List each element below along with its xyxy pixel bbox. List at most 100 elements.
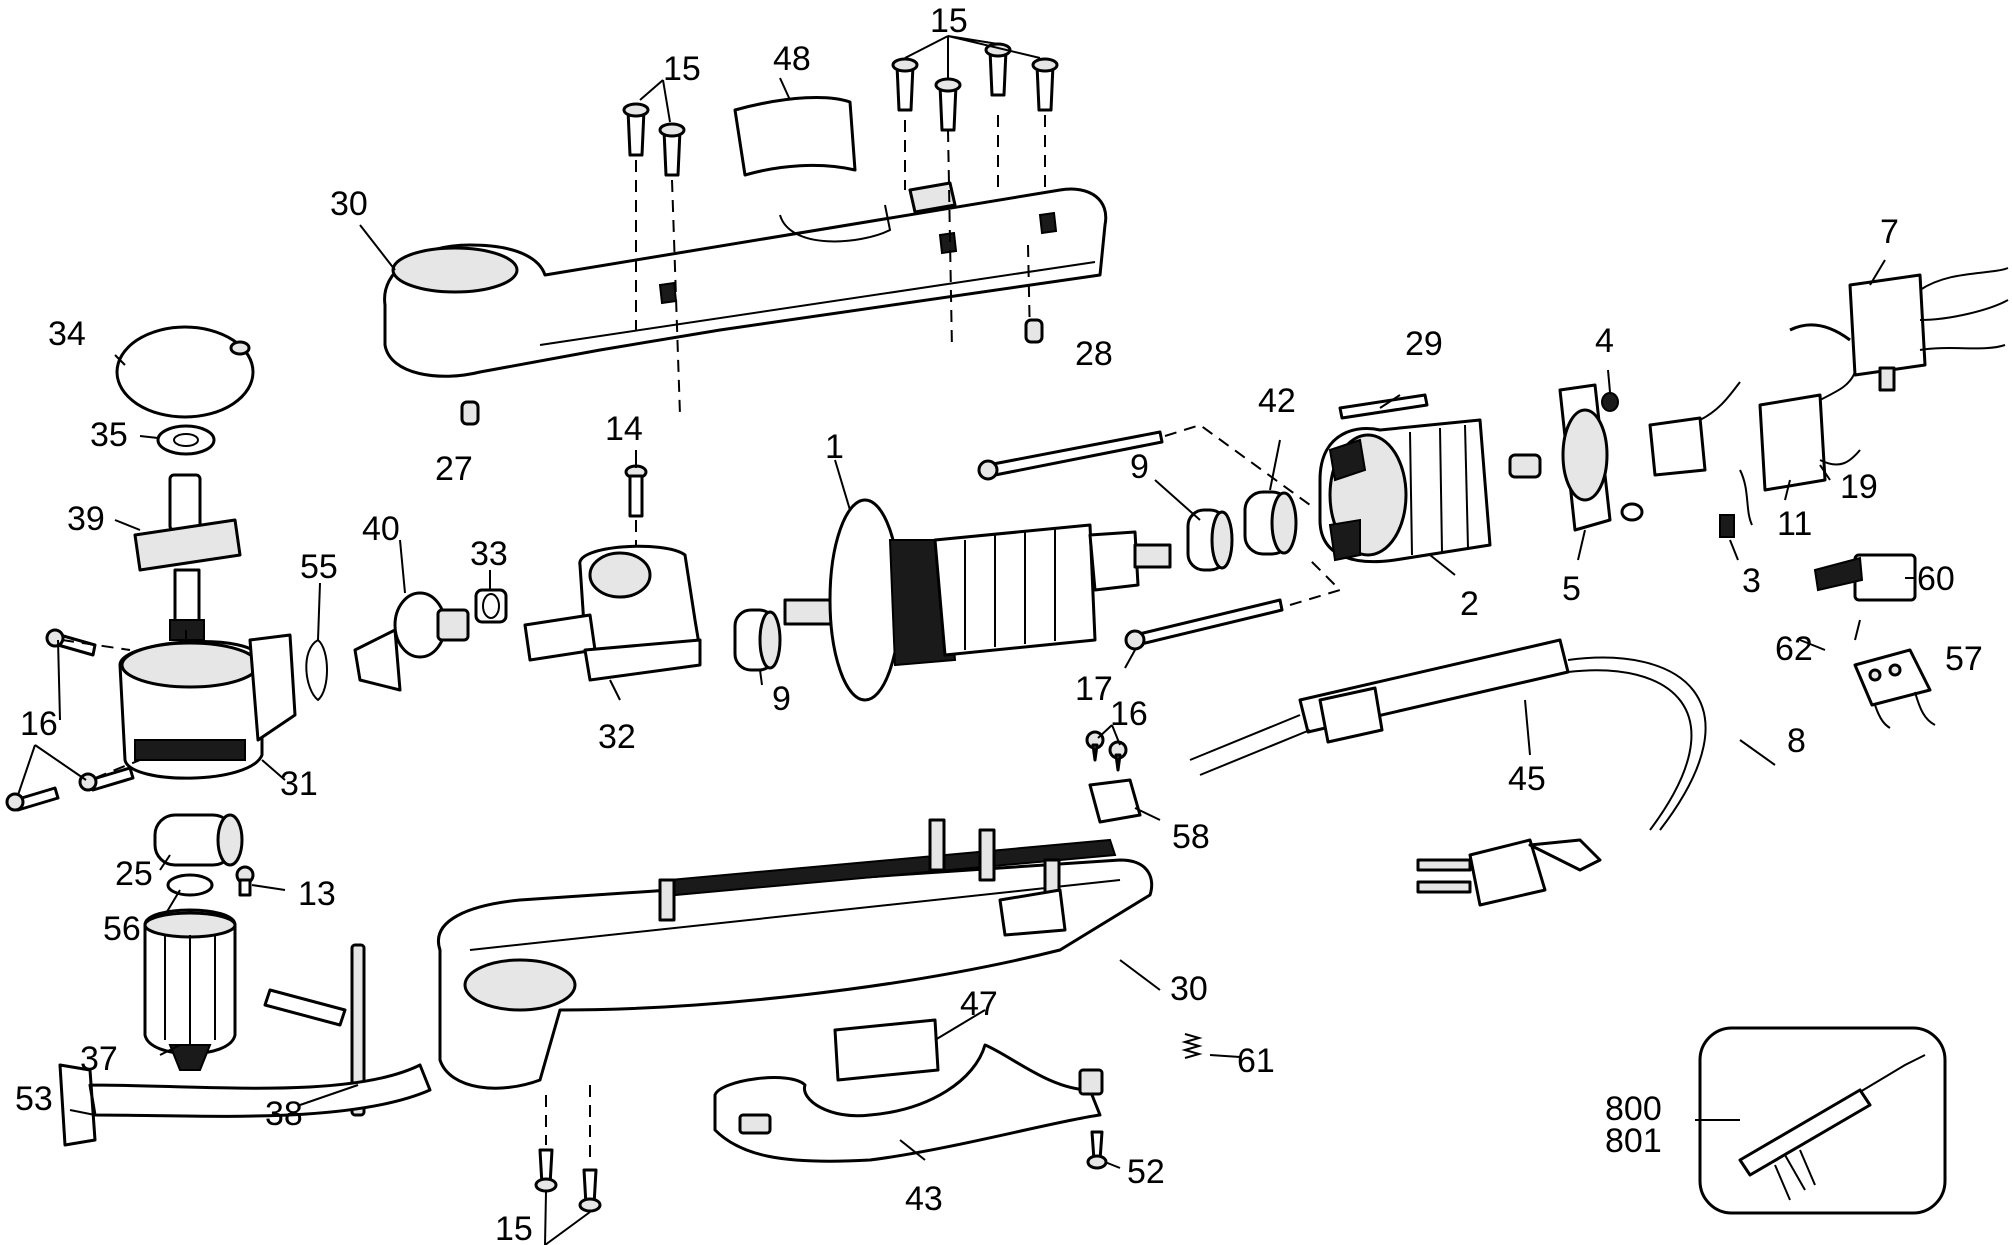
plug-28 (1024, 318, 1044, 344)
chuck-37 (143, 908, 237, 1071)
label-58: 58 (1172, 818, 1210, 856)
label-31: 31 (280, 765, 318, 803)
leader-lines (17, 35, 1915, 1245)
spring-61 (1181, 1033, 1203, 1059)
label-40: 40 (362, 510, 400, 548)
label-5: 5 (1562, 570, 1581, 608)
label-25: 25 (115, 855, 153, 893)
gear-cover-34 (115, 325, 255, 419)
label-30-bottom: 30 (1170, 970, 1208, 1008)
label-35: 35 (90, 416, 128, 454)
label-15-top-right: 15 (930, 2, 968, 40)
label-27: 27 (435, 450, 473, 488)
bearing-25 (153, 813, 244, 867)
label-32: 32 (598, 718, 636, 756)
label-15-top-left: 15 (663, 50, 701, 88)
bottom-housing-half (437, 818, 1154, 1090)
label-48: 48 (773, 40, 811, 78)
label-56: 56 (103, 910, 141, 948)
part-number-labels: 15 48 15 30 28 27 34 35 39 55 40 33 14 3… (15, 2, 1983, 1245)
clamp-58 (1088, 778, 1142, 824)
label-38: 38 (265, 1095, 303, 1133)
long-screw-top (977, 430, 1164, 481)
label-800: 800 (1605, 1090, 1662, 1128)
label-8: 8 (1787, 722, 1806, 760)
seal-55 (305, 638, 328, 702)
gear-housing-32 (523, 544, 702, 682)
long-screw-17 (1124, 598, 1284, 651)
label-3: 3 (1742, 562, 1761, 600)
bearing-35 (156, 424, 216, 456)
brush-holder-5 (1508, 383, 1612, 532)
screw-group-bottom (534, 1148, 602, 1213)
label-43: 43 (905, 1180, 943, 1218)
switch-plate (1648, 381, 1741, 477)
inset-box-800-801 (1698, 1026, 1947, 1215)
label-2: 2 (1460, 585, 1479, 623)
label-9-left: 9 (772, 680, 791, 718)
cord-protector-45 (1189, 638, 1570, 776)
label-47: 47 (960, 985, 998, 1023)
label-17: 17 (1075, 670, 1113, 708)
label-60: 60 (1917, 560, 1955, 598)
label-16-left: 16 (20, 705, 58, 743)
plug-27 (460, 400, 480, 426)
screw-14 (624, 464, 648, 518)
label-14: 14 (605, 410, 643, 448)
label-53: 53 (15, 1080, 53, 1118)
screw-13 (235, 865, 255, 897)
label-29: 29 (1405, 325, 1443, 363)
bearing-9-right (1186, 508, 1234, 572)
screw-52 (1086, 1130, 1108, 1170)
brush-4 (1601, 392, 1619, 412)
label-34: 34 (48, 315, 86, 353)
pinion-40 (353, 591, 470, 692)
label-30-top: 30 (330, 185, 368, 223)
switch-7 (1789, 267, 2009, 392)
label-28: 28 (1075, 335, 1113, 373)
terminal-60 (1813, 553, 1917, 602)
cord-8 (1567, 656, 1707, 831)
label-39: 39 (67, 500, 105, 538)
bearing-9-left (733, 608, 782, 672)
field-stator-2 (1318, 418, 1492, 564)
label-45: 45 (1508, 760, 1546, 798)
label-42: 42 (1258, 382, 1296, 420)
label-57: 57 (1945, 640, 1983, 678)
terminal-block-57 (1853, 648, 1936, 729)
nameplate-top (733, 96, 857, 177)
handle-cover-43 (713, 1043, 1104, 1163)
label-4: 4 (1595, 322, 1614, 360)
label-801: 801 (1605, 1122, 1662, 1160)
screw-group-top-left (622, 102, 686, 177)
plug (1416, 838, 1602, 907)
label-52: 52 (1127, 1153, 1165, 1191)
screw-16-left-group (5, 628, 135, 812)
label-55: 55 (300, 548, 338, 586)
label-37: 37 (80, 1040, 118, 1078)
top-housing-half (383, 181, 1108, 378)
label-plate-47 (833, 1018, 940, 1082)
bushing-42 (1243, 490, 1298, 556)
strap-53 (58, 1063, 432, 1147)
label-7: 7 (1880, 213, 1899, 251)
label-9-right: 9 (1130, 448, 1149, 486)
washer-56 (166, 873, 214, 897)
label-1: 1 (825, 428, 844, 466)
bearing-33 (474, 588, 508, 624)
label-16-right: 16 (1110, 695, 1148, 733)
label-13: 13 (298, 875, 336, 913)
screw-16-right-group (1085, 730, 1128, 772)
spring-3 (1719, 469, 1753, 538)
label-19: 19 (1840, 468, 1878, 506)
gear-case-31 (118, 633, 297, 780)
brush-4-lower (1620, 502, 1644, 522)
label-11: 11 (1777, 505, 1812, 543)
label-33: 33 (470, 535, 508, 573)
label-62: 62 (1775, 630, 1813, 668)
label-15-bottom: 15 (495, 1210, 533, 1245)
switch-11 (1758, 371, 1861, 492)
chuck-key-38 (263, 943, 366, 1117)
armature-1 (783, 498, 1172, 702)
